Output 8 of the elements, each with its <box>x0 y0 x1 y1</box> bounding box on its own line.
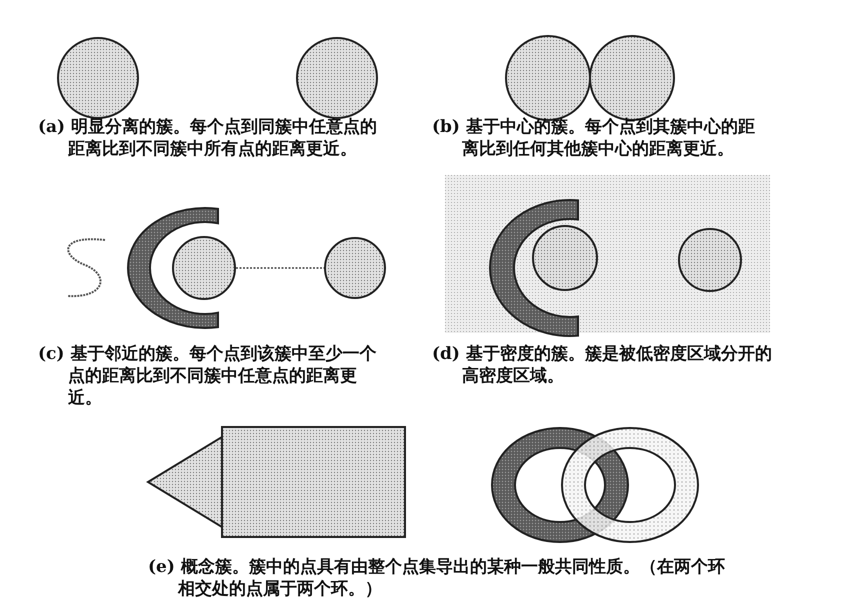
caption: (c) 基于邻近的簇。每个点到该簇中至少一个点的距离比到不同簇中任意点的距离更近。 <box>38 343 378 409</box>
caption: (b) 基于中心的簇。每个点到其簇中心的距离比到任何其他簇中心的距离更近。 <box>432 116 756 160</box>
caption: (d) 基于密度的簇。簇是被低密度区域分开的高密度区域。 <box>432 343 773 387</box>
connector-line <box>236 267 324 269</box>
caption: (e) 概念簇。簇中的点具有由整个点集导出的某种一般共同性质。（在两个环相交处的点属于两个环。） <box>148 556 726 600</box>
cluster-circle <box>324 237 386 299</box>
cluster-circle <box>172 236 236 300</box>
caption: (a) 明显分离的簇。每个点到同簇中任意点的距离比到不同簇中所有点的距离更近。 <box>38 116 378 160</box>
